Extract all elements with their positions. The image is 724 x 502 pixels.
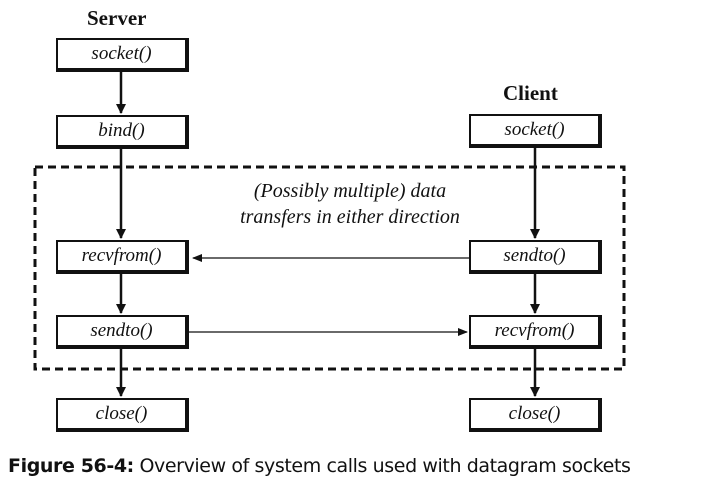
server-close-box: close() xyxy=(56,398,189,432)
figure-caption-label: Figure 56-4: xyxy=(8,455,134,477)
client-close-box: close() xyxy=(469,398,602,432)
server-sendto-box: sendto() xyxy=(56,315,189,349)
client-sendto-box: sendto() xyxy=(469,240,602,274)
figure-caption: Figure 56-4: Overview of system calls us… xyxy=(8,453,631,479)
data-transfer-region-label-line1: (Possibly multiple) data xyxy=(253,180,447,202)
figure-caption-text: Overview of system calls used with datag… xyxy=(139,455,631,477)
server-heading: Server xyxy=(87,6,147,30)
data-transfer-region-label-line2: transfers in either direction xyxy=(240,206,460,228)
server-bind-box: bind() xyxy=(56,115,189,149)
server-socket-box: socket() xyxy=(56,38,189,72)
server-recvfrom-box: recvfrom() xyxy=(56,240,189,274)
client-heading: Client xyxy=(503,81,558,105)
client-socket-box: socket() xyxy=(469,114,602,148)
data-transfer-region xyxy=(33,165,626,371)
client-recvfrom-box: recvfrom() xyxy=(469,315,602,349)
